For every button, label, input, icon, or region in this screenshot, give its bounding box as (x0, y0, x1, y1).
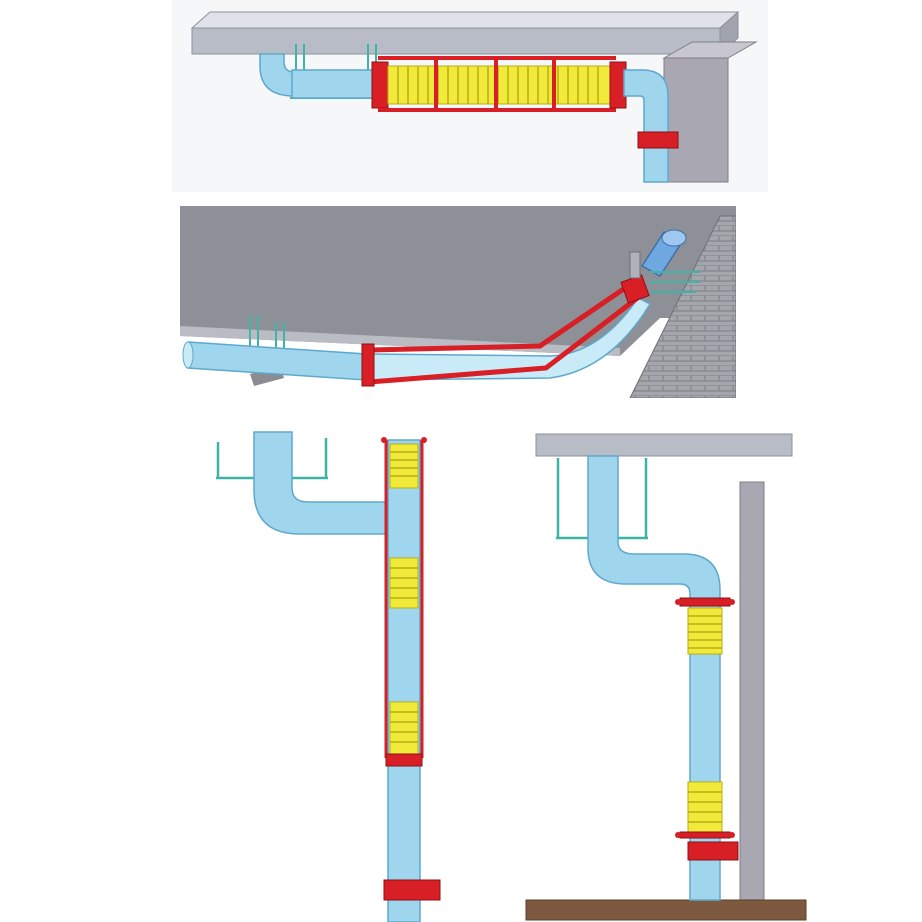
hinged-tie-rods (367, 283, 643, 385)
pipe-horizontal-left (291, 69, 383, 99)
bellows-upper (389, 443, 419, 489)
concrete-slab (180, 206, 736, 356)
pipe-hanger-right (650, 271, 700, 293)
pipe-vertical-riser (387, 439, 421, 922)
restraint-flange-left (371, 61, 389, 109)
side-wall (739, 481, 765, 903)
wall-guide-clamp (687, 841, 739, 861)
wall-guide-clamp (637, 131, 679, 149)
ceiling-slab (535, 433, 793, 457)
floor-slab (525, 899, 807, 921)
panel-sloped-ceiling-run (180, 206, 736, 398)
tie-rod-frame (378, 56, 616, 112)
ceiling-slab-front (191, 27, 721, 55)
hinge-flange-left (361, 343, 375, 387)
bellows-expansion-joint (387, 65, 611, 105)
panel-vertical-riser-multi-joint (200, 418, 500, 922)
bellows-upper (687, 607, 723, 655)
ceiling-slab (190, 11, 740, 29)
pipe-elbow-top (253, 431, 391, 535)
restraint-flange-lower (679, 831, 731, 839)
brick-wall (629, 215, 736, 398)
panel-vertical-riser-wall-mounted (516, 418, 812, 922)
panel-horizontal-ceiling-run (172, 0, 768, 192)
guide-frame (384, 440, 424, 758)
restraint-flange-upper (679, 597, 731, 607)
hinge-flange-right (620, 274, 650, 304)
pipe-straight-left (187, 341, 367, 381)
wall-bracket (629, 251, 641, 279)
pipe-bent-section (365, 297, 652, 381)
tie-rod-nuts (381, 437, 427, 443)
bellows-lower (687, 781, 723, 833)
bellows-lower (389, 701, 419, 755)
tie-rod-nuts-lower (675, 832, 735, 838)
side-wall (663, 57, 729, 183)
support-clamp-bottom (383, 879, 441, 901)
restraint-flange (385, 753, 423, 767)
pipe-elbow-right (623, 69, 669, 183)
bellows-middle (389, 557, 419, 609)
pipe-offset-elbow (587, 455, 721, 609)
tie-rod-nuts-upper (675, 599, 735, 605)
